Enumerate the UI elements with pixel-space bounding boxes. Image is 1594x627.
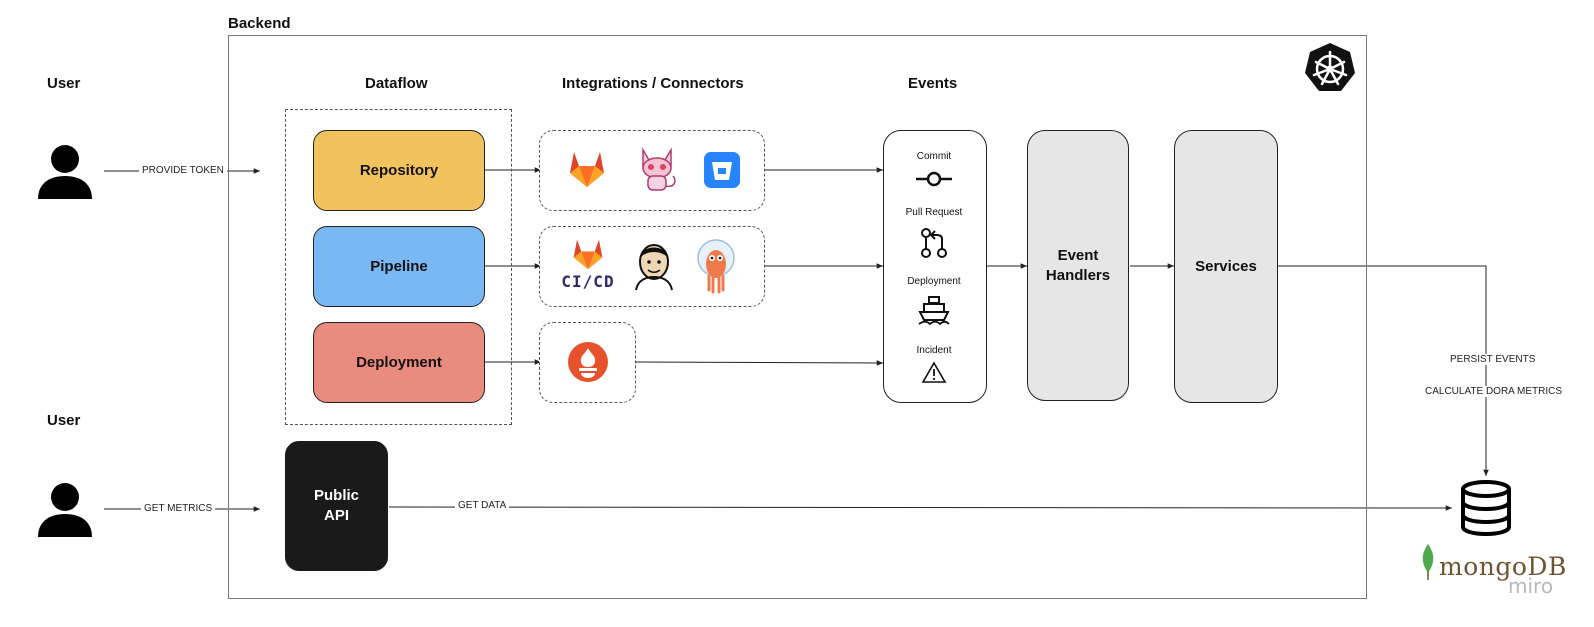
arrow-services-db: [1278, 265, 1489, 476]
gitea-icon: [635, 146, 679, 194]
services-box: Services: [1174, 130, 1278, 403]
dataflow-pipeline: Pipeline: [313, 226, 485, 307]
jenkins-icon: [632, 240, 676, 291]
dataflow-deployment: Deployment: [313, 322, 485, 403]
mongodb-logo-text: mongoDB: [1439, 552, 1567, 581]
dataflow-heading: Dataflow: [365, 75, 428, 92]
event-label-commit: Commit: [916, 151, 952, 162]
public-api-box: Public API: [285, 441, 388, 571]
calculate-dora-label: CALCULATE DORA METRICS: [1422, 386, 1566, 397]
event-label-incident: Incident: [916, 345, 952, 356]
database-icon: [1460, 480, 1512, 537]
dataflow-group: [285, 109, 512, 425]
persist-events-label: PERSIST EVENTS: [1447, 354, 1539, 365]
backend-title: Backend: [228, 15, 291, 32]
user-label-1: User: [47, 75, 81, 92]
mongodb-leaf-icon: [1419, 543, 1437, 581]
arrow-api-db: [388, 505, 1453, 511]
user-label-2: User: [47, 412, 81, 429]
argo-icon: [696, 238, 736, 294]
integrations-heading: Integrations / Connectors: [562, 75, 744, 92]
miro-watermark: miro: [1508, 574, 1554, 598]
provide-token-label: PROVIDE TOKEN: [139, 165, 227, 176]
pull-request-icon: [920, 228, 948, 258]
events-heading: Events: [908, 75, 958, 92]
warning-icon: [921, 361, 947, 383]
bitbucket-icon: [703, 151, 741, 189]
ship-icon: [918, 295, 950, 326]
kubernetes-icon: [1303, 41, 1357, 95]
event-label-pull-request: Pull Request: [905, 207, 963, 218]
prometheus-icon: [567, 341, 609, 383]
dataflow-repository: Repository: [313, 130, 485, 211]
arrow-deployment-events: [634, 360, 884, 366]
cicd-text: CI/CD: [561, 272, 615, 291]
get-data-label: GET DATA: [455, 500, 510, 511]
gitlab-cicd-icon: CI/CD: [561, 238, 615, 294]
user-icon: [37, 481, 93, 537]
event-handlers-box: Event Handlers: [1027, 130, 1129, 401]
commit-icon: [915, 170, 953, 188]
backend-container: [228, 35, 1367, 599]
user-icon: [37, 143, 93, 199]
get-metrics-label: GET METRICS: [141, 503, 216, 514]
event-label-deployment: Deployment: [907, 276, 961, 287]
gitlab-icon: [567, 150, 607, 188]
